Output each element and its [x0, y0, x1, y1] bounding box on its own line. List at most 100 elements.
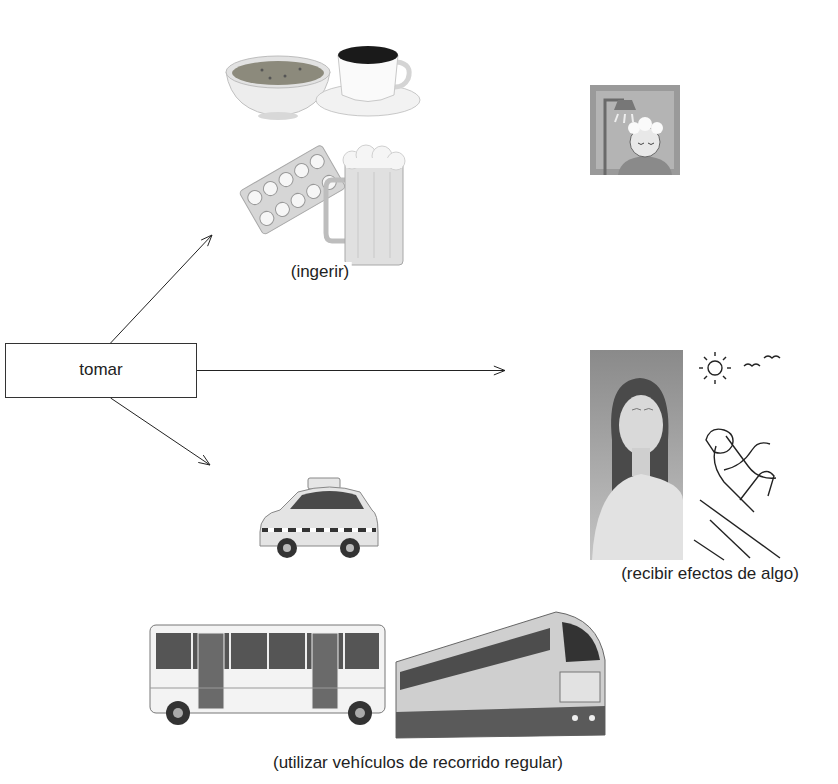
beer-mug-part	[390, 172, 391, 258]
sunbathing-drawing-part	[694, 540, 724, 560]
taxi-car-part	[282, 528, 288, 532]
shower-icon-part	[638, 143, 654, 145]
shower-icon-part	[590, 85, 680, 175]
arrow-head	[494, 366, 505, 375]
sunbathing-drawing-part	[727, 367, 731, 368]
shower-icon-part	[614, 100, 636, 110]
sunbathing-drawing-part	[714, 352, 715, 356]
meaning-group: (ingerir)	[212, 35, 412, 285]
taxi-car-part	[340, 538, 360, 558]
city-bus-part	[312, 633, 338, 709]
beer-mug-part	[346, 158, 402, 168]
soup-bowl-part	[226, 56, 330, 88]
pill-blister-part	[304, 182, 323, 201]
connector-line	[197, 370, 505, 371]
connector-line	[111, 235, 212, 343]
arrow-connector	[197, 366, 505, 375]
city-bus-part	[229, 633, 231, 669]
pill-blister-part	[273, 200, 292, 219]
meaning-caption: (recibir efectos de algo)	[619, 564, 801, 584]
city-bus	[150, 625, 385, 725]
shower-icon-part	[632, 114, 633, 122]
beer-mug-part	[374, 172, 375, 258]
pill-blister-part	[276, 170, 295, 189]
city-bus-part	[150, 625, 385, 713]
taxi-car-part	[260, 487, 378, 546]
city-bus-part	[191, 633, 193, 669]
taxi-car-part	[346, 544, 354, 552]
sunbathing-drawing-part	[699, 367, 703, 368]
train	[396, 612, 605, 738]
pill-blister-part	[288, 191, 307, 210]
train-part	[400, 628, 550, 690]
coffee-cup-part	[338, 46, 398, 64]
beer-mug-part	[326, 180, 346, 241]
taxi-car-part	[262, 528, 376, 532]
sunbathing-drawing-part	[710, 520, 750, 558]
pill-blister	[239, 144, 346, 235]
woman-photo-part	[592, 474, 683, 560]
city-bus-part	[156, 633, 379, 669]
shower-icon	[590, 85, 680, 175]
train-part	[572, 715, 578, 721]
soup-bowl-part	[232, 61, 324, 85]
sunbathing-drawing-part	[700, 500, 780, 558]
shower-icon-part	[651, 122, 663, 134]
taxi-car-part	[366, 528, 372, 532]
arrow-head	[198, 455, 210, 465]
train-part	[396, 612, 605, 738]
city-bus-part	[198, 633, 224, 709]
train-part	[396, 706, 605, 738]
taxi-car-part	[310, 528, 316, 532]
meaning-group: (utilizar vehículos de recorrido regular…	[130, 465, 710, 775]
verb-label: tomar	[79, 360, 122, 380]
sunbathing-drawing-part	[704, 376, 707, 379]
city-bus-part	[267, 633, 269, 669]
city-bus-part	[166, 701, 190, 725]
shower-icon-part	[596, 91, 674, 169]
train-part	[560, 672, 600, 702]
soup-bowl-part	[299, 68, 302, 71]
sunbathing-drawing-part	[714, 380, 715, 384]
sunbathing-drawing-part	[723, 357, 726, 360]
taxi-car-part	[352, 528, 358, 532]
taxi-car-part	[324, 528, 330, 532]
taxi-car-part	[290, 491, 364, 509]
train-part	[589, 715, 595, 721]
coffee-cup	[316, 46, 420, 116]
arrow-connector	[111, 398, 210, 465]
beer-mug	[326, 145, 405, 265]
shower-icon-part	[605, 100, 624, 175]
woman-photo	[590, 350, 683, 560]
taxi-car-part	[338, 528, 344, 532]
beer-mug-part	[358, 172, 359, 258]
connector-line	[111, 398, 210, 465]
pill-blister-part	[239, 144, 346, 235]
soup-bowl-part	[261, 69, 264, 72]
meaning-group: (recibir efectos de algo)	[505, 80, 815, 590]
city-bus-part	[305, 633, 307, 669]
taxi-car-part	[283, 544, 291, 552]
pill-blister-part	[245, 188, 264, 207]
woman-photo-part	[590, 350, 683, 560]
soup-bowl-part	[269, 77, 272, 80]
sunbathing-drawing-part	[740, 471, 774, 500]
city-bus-part	[343, 633, 345, 669]
city-bus-part	[355, 708, 365, 718]
taxi-car-part	[296, 528, 302, 532]
woman-photo-part	[632, 409, 653, 411]
city-bus-part	[150, 688, 385, 689]
taxi-car-part	[268, 528, 274, 532]
pill-blister-part	[308, 152, 327, 171]
city-bus-part	[173, 708, 183, 718]
soup-bowl-part	[284, 75, 287, 78]
arrow-head	[201, 235, 212, 246]
meaning-caption: (utilizar vehículos de recorrido regular…	[271, 753, 565, 773]
shower-icon-part	[624, 114, 625, 123]
beer-mug-part	[345, 160, 403, 265]
shower-icon-part	[615, 114, 618, 122]
sunbathing-drawing-part	[704, 357, 707, 360]
soup-bowl-part	[258, 112, 298, 120]
shower-icon-part	[618, 156, 672, 175]
